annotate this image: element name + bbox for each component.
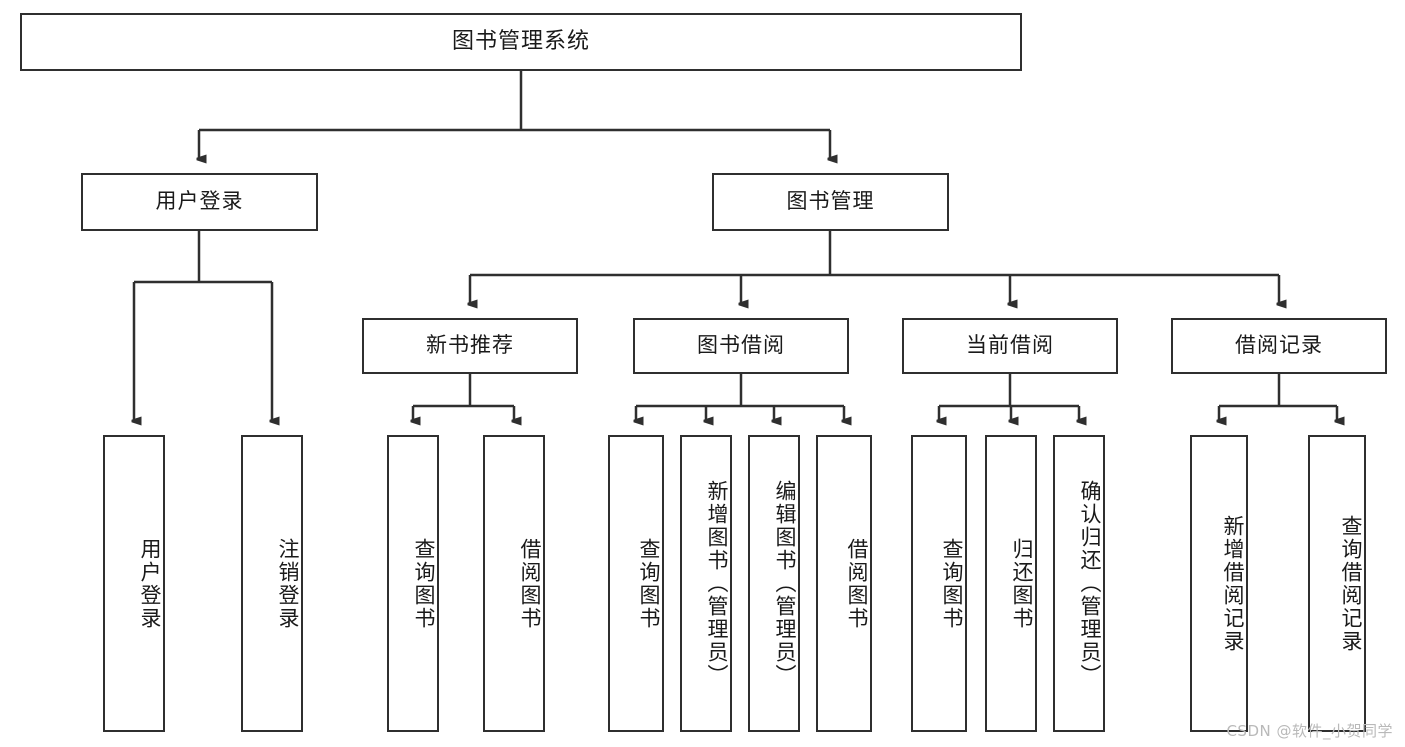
node-user-login[interactable]: 用户登录 (81, 173, 318, 231)
leaf-query-book-recommend[interactable]: 查询图书 (387, 435, 439, 732)
leaf-add-borrow-record[interactable]: 新增借阅记录 (1190, 435, 1248, 732)
leaf-user-login[interactable]: 用户登录 (103, 435, 165, 732)
node-borrow-record[interactable]: 借阅记录 (1171, 318, 1387, 374)
node-book-borrow[interactable]: 图书借阅 (633, 318, 849, 374)
leaf-query-book-current[interactable]: 查询图书 (911, 435, 967, 732)
node-root[interactable]: 图书管理系统 (20, 13, 1022, 71)
leaf-add-book-admin[interactable]: 新增图书（管理员） (680, 435, 732, 732)
leaf-return-book[interactable]: 归还图书 (985, 435, 1037, 732)
leaf-confirm-return-admin[interactable]: 确认归还（管理员） (1053, 435, 1105, 732)
leaf-query-book-borrow[interactable]: 查询图书 (608, 435, 664, 732)
leaf-logout[interactable]: 注销登录 (241, 435, 303, 732)
node-new-book-recommend[interactable]: 新书推荐 (362, 318, 578, 374)
node-book-management[interactable]: 图书管理 (712, 173, 949, 231)
leaf-borrow-book-recommend[interactable]: 借阅图书 (483, 435, 545, 732)
node-current-borrow[interactable]: 当前借阅 (902, 318, 1118, 374)
watermark: CSDN @软件_小贺同学 (1226, 722, 1393, 740)
leaf-borrow-book[interactable]: 借阅图书 (816, 435, 872, 732)
leaf-edit-book-admin[interactable]: 编辑图书（管理员） (748, 435, 800, 732)
leaf-query-borrow-record[interactable]: 查询借阅记录 (1308, 435, 1366, 732)
